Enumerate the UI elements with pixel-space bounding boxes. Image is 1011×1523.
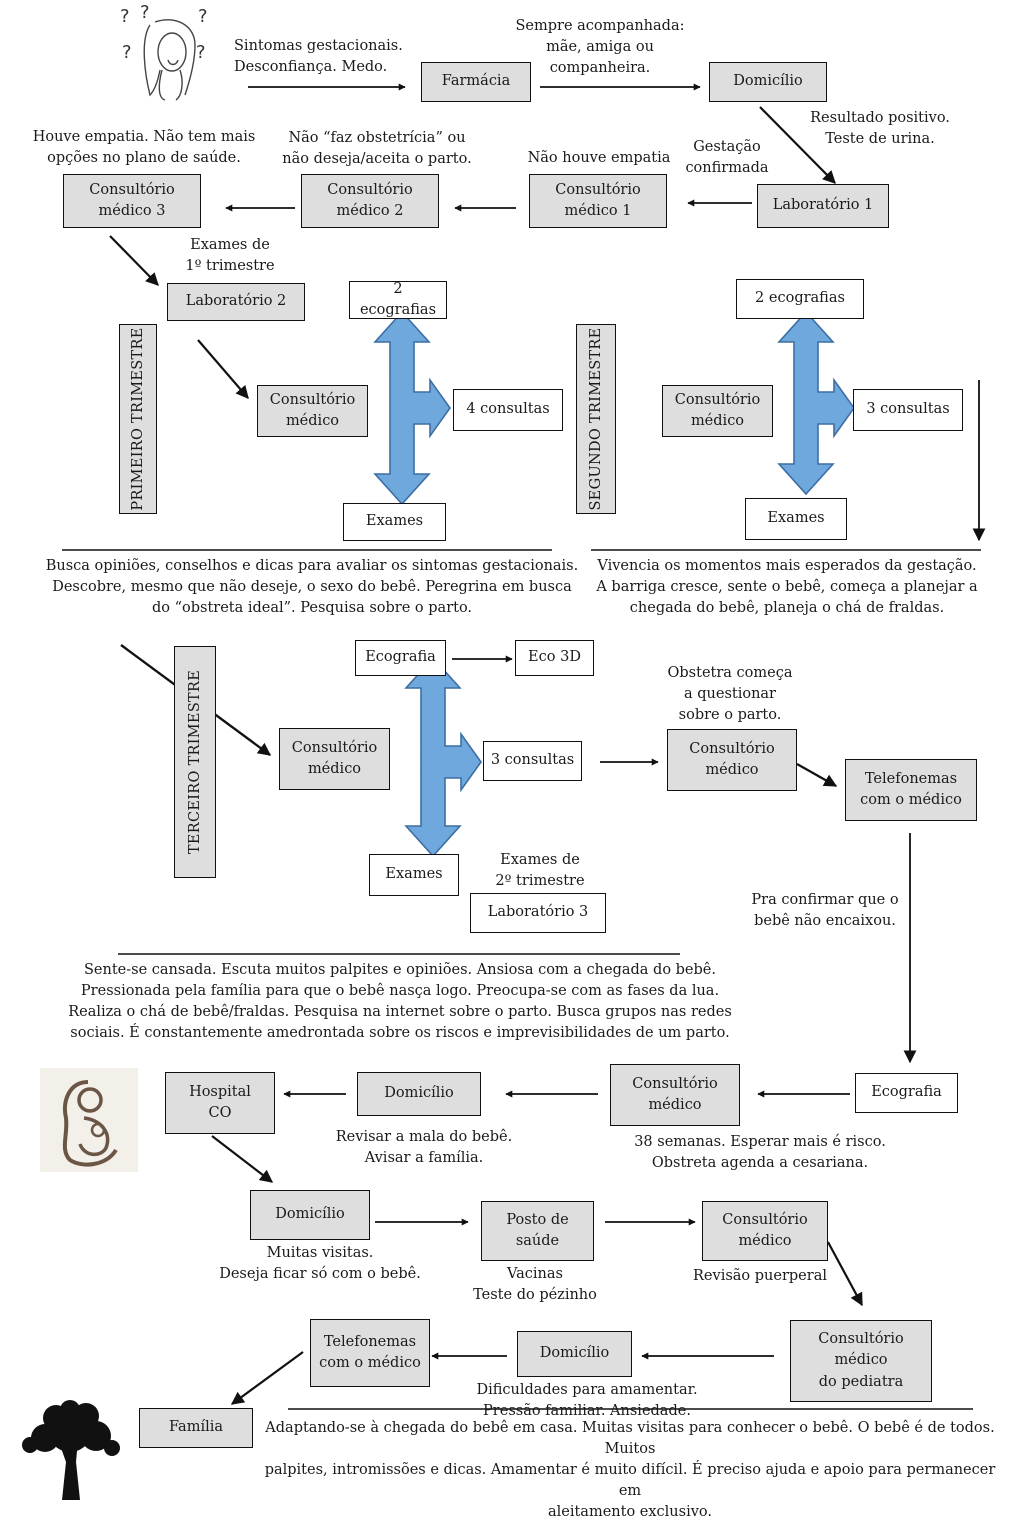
blue-branch-arrow-3 [404, 656, 482, 858]
note-empatia: Houve empatia. Não tem mais opções no pl… [32, 129, 256, 167]
note-exames-2: Exames de 2º trimestre [495, 852, 585, 890]
box-t2-exames: Exames [745, 498, 847, 540]
box-t1-consultas: 4 consultas [453, 389, 563, 431]
paragraph-third-trimester: Sente-se cansada. Escuta muitos palpites… [68, 962, 732, 1042]
note-mala: Revisar a mala do bebê. Avisar a família… [335, 1129, 513, 1167]
box-telefonemas-1: Telefonemas com o médico [845, 759, 977, 821]
third-trimester-bar: TERCEIRO TRIMESTRE [174, 646, 216, 878]
box-familia: Família [139, 1408, 253, 1448]
box-t1-exames: Exames [343, 503, 446, 541]
note-obstetra-questionar: Obstetra começa a questionar sobre o par… [667, 665, 793, 724]
note-exames-1: Exames de 1º trimestre [185, 237, 275, 275]
paragraph-second-trimester: Vivencia os momentos mais esperados da g… [596, 558, 978, 617]
note-dificuldades: Dificuldades para amamentar. Pressão fam… [476, 1382, 698, 1420]
paragraph-postpartum: Adaptando-se à chegada do bebê em casa. … [264, 1420, 996, 1521]
note-resultado: Resultado positivo. Teste de urina. [810, 110, 950, 148]
worried-woman-illustration: ? ? ? ? ? [120, 2, 208, 101]
box-domicilio-2: Domicílio [357, 1072, 481, 1116]
box-t1-consultorio: Consultório médico [257, 385, 368, 437]
blue-branch-arrow-1 [373, 310, 451, 506]
paragraph-first-trimester: Busca opiniões, conselhos e dicas para a… [45, 558, 579, 617]
note-acompanhada: Sempre acompanhada: mãe, amiga ou compan… [515, 18, 685, 77]
box-t3-exames: Exames [369, 854, 459, 896]
third-trimester-label: TERCEIRO TRIMESTRE [187, 669, 203, 855]
svg-text:?: ? [120, 6, 130, 27]
box-consultorio-pos: Consultório médico [702, 1201, 828, 1261]
box-t3-ecografia: Ecografia [355, 640, 446, 676]
note-vacinas: Vacinas Teste do pézinho [473, 1266, 597, 1304]
box-t3-consultorio-b: Consultório médico [667, 729, 797, 791]
box-consultorio-1: Consultório médico 1 [529, 174, 667, 228]
family-tree-illustration [22, 1400, 120, 1500]
note-gestacao: Gestação confirmada [685, 139, 769, 177]
note-revisao: Revisão puerperal [693, 1268, 827, 1284]
box-hospital-co: Hospital CO [165, 1072, 275, 1134]
box-t3-consultorio: Consultório médico [279, 728, 390, 790]
first-trimester-bar: PRIMEIRO TRIMESTRE [119, 324, 157, 514]
box-farmacia: Farmácia [421, 62, 531, 102]
blue-branch-arrow-2 [777, 310, 855, 496]
box-domicilio-1: Domicílio [709, 62, 827, 102]
mother-baby-illustration [40, 1068, 138, 1172]
box-consultorio-pediatra: Consultório médico do pediatra [790, 1320, 932, 1402]
second-trimester-bar: SEGUNDO TRIMESTRE [576, 324, 616, 514]
box-posto-saude: Posto de saúde [481, 1201, 594, 1261]
box-t2-consultorio: Consultório médico [662, 385, 773, 437]
box-domicilio-4: Domicílio [517, 1331, 632, 1377]
box-laboratorio-3: Laboratório 3 [470, 893, 606, 933]
box-consultorio-3: Consultório médico 3 [63, 174, 201, 228]
svg-text:?: ? [198, 6, 208, 27]
first-trimester-label: PRIMEIRO TRIMESTRE [130, 327, 146, 511]
svg-text:?: ? [140, 2, 150, 23]
box-consultorio-final: Consultório médico [610, 1064, 740, 1126]
second-trimester-label: SEGUNDO TRIMESTRE [588, 327, 604, 511]
note-confirmar: Pra confirmar que o bebê não encaixou. [751, 892, 899, 930]
note-obstetricia: Não “faz obstetrícia” ou não deseja/acei… [282, 130, 472, 168]
box-t2-ecografias: 2 ecografias [736, 279, 864, 319]
box-domicilio-3: Domicílio [250, 1190, 370, 1240]
box-laboratorio-1: Laboratório 1 [757, 184, 889, 228]
svg-text:?: ? [122, 42, 132, 63]
box-t1-ecografias: 2 ecografias [349, 281, 447, 319]
box-t3-eco3d: Eco 3D [515, 640, 594, 676]
note-nao-empatia: Não houve empatia [527, 150, 671, 166]
box-t2-consultas: 3 consultas [853, 389, 963, 431]
note-sintomas: Sintomas gestacionais. Desconfiança. Med… [234, 38, 403, 76]
note-visitas: Muitas visitas. Deseja ficar só com o be… [219, 1245, 421, 1283]
box-telefonemas-2: Telefonemas com o médico [310, 1319, 430, 1387]
box-consultorio-2: Consultório médico 2 [301, 174, 439, 228]
note-semanas: 38 semanas. Esperar mais é risco. Obstre… [634, 1134, 886, 1172]
box-t3-consultas: 3 consultas [483, 741, 582, 781]
box-ecografia-final: Ecografia [855, 1073, 958, 1113]
svg-text:?: ? [196, 42, 206, 63]
box-laboratorio-2: Laboratório 2 [167, 283, 305, 321]
